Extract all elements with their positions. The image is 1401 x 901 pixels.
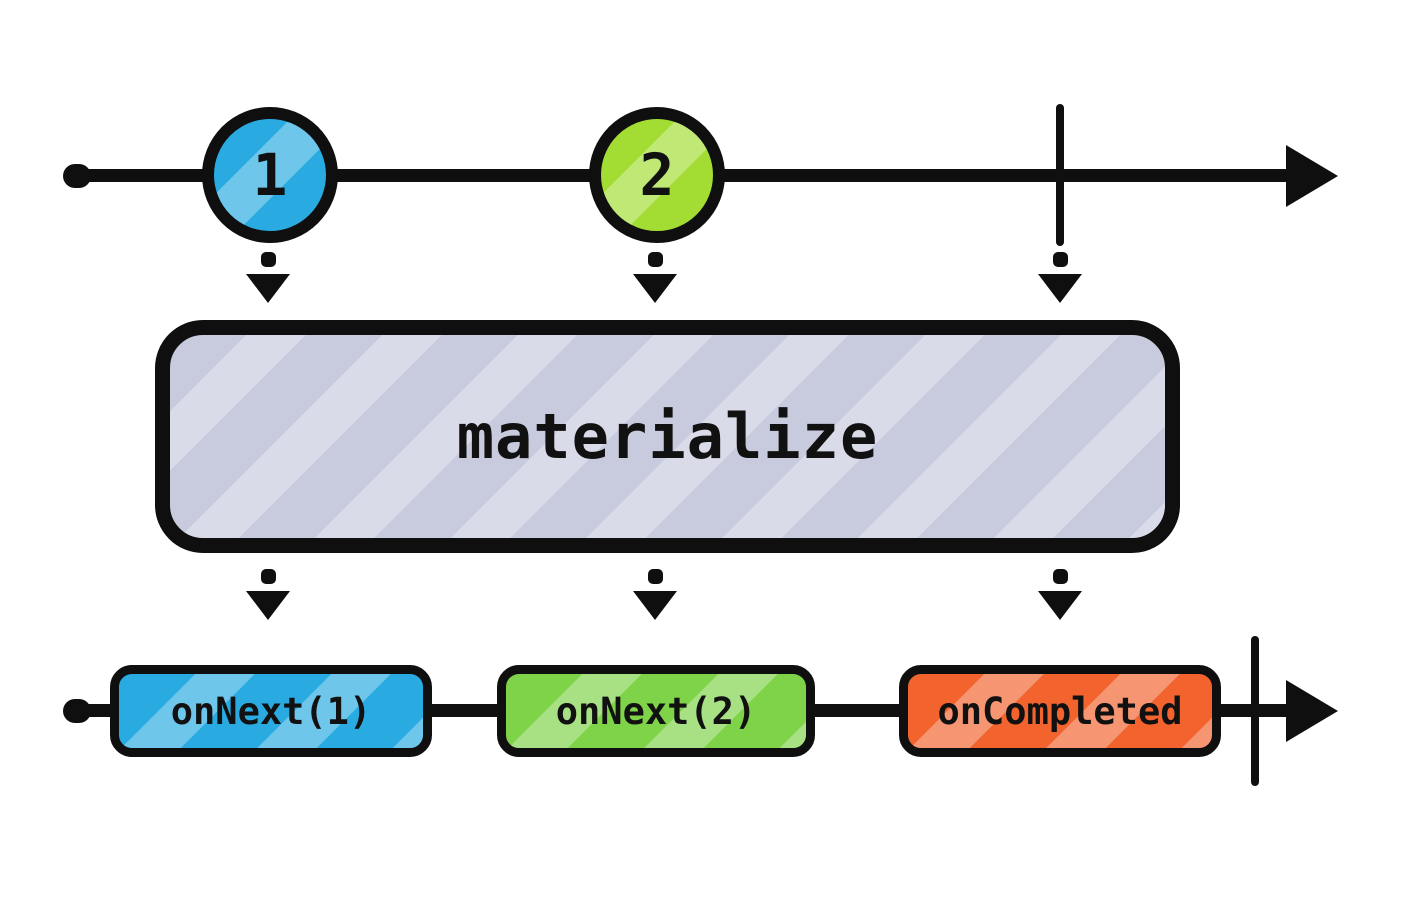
dashed-arrow-output-2-icon — [633, 569, 677, 620]
marble-1-label: 1 — [252, 141, 288, 209]
arrow-dash — [647, 252, 663, 267]
event-onnext-1-label: onNext(1) — [170, 689, 372, 733]
marble-2: 2 — [589, 107, 725, 243]
operator-label: materialize — [456, 400, 879, 473]
dashed-arrow-input-2-icon — [633, 252, 677, 303]
output-complete-marker — [1251, 636, 1259, 786]
arrow-tip — [246, 274, 290, 303]
arrow-tip — [1038, 591, 1082, 620]
marble-1: 1 — [202, 107, 338, 243]
dashed-arrow-output-complete-icon — [1038, 569, 1082, 620]
arrow-tip — [1038, 274, 1082, 303]
arrow-dash — [647, 569, 663, 584]
input-timeline-arrow-icon — [1286, 145, 1338, 207]
marble-2-label: 2 — [639, 141, 675, 209]
arrow-dash — [1052, 252, 1068, 267]
arrow-tip — [246, 591, 290, 620]
arrow-tip — [633, 274, 677, 303]
event-onnext-2-label: onNext(2) — [555, 689, 757, 733]
dashed-arrow-output-1-icon — [246, 569, 290, 620]
dashed-arrow-input-complete-icon — [1038, 252, 1082, 303]
event-onnext-2: onNext(2) — [497, 665, 815, 757]
operator-box: materialize — [155, 320, 1180, 553]
arrow-dash — [1052, 569, 1068, 584]
event-oncompleted-label: onCompleted — [937, 689, 1183, 733]
dashed-arrow-input-1-icon — [246, 252, 290, 303]
arrow-dash — [260, 569, 276, 584]
input-complete-marker — [1056, 104, 1064, 246]
output-timeline-arrow-icon — [1286, 680, 1338, 742]
arrow-tip — [633, 591, 677, 620]
arrow-dash — [260, 252, 276, 267]
event-onnext-1: onNext(1) — [110, 665, 432, 757]
event-oncompleted: onCompleted — [899, 665, 1221, 757]
